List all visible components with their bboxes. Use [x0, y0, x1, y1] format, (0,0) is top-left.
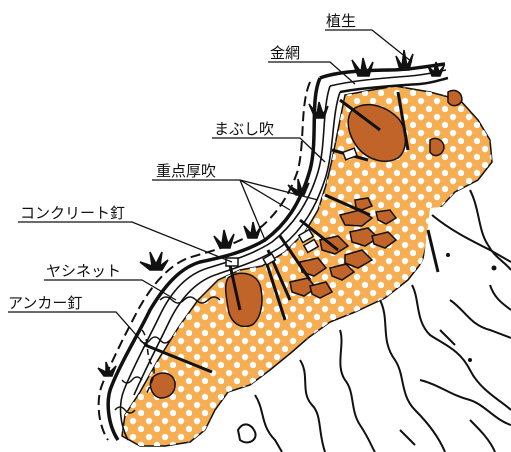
- leader-anchor-nail: [8, 311, 146, 346]
- plant-icon: [427, 61, 445, 77]
- plant-icon: [97, 361, 117, 377]
- label-concrete-nail: コンクリート釘: [20, 204, 126, 222]
- plant-icon: [139, 251, 169, 271]
- label-anchor-nail: アンカー釘: [8, 294, 83, 312]
- palm-net-layer: [114, 296, 221, 414]
- plant-icon: [287, 178, 310, 196]
- vegetation-tufts: [97, 49, 445, 377]
- rock-left-large: [224, 272, 263, 328]
- leader-vegetation: [325, 29, 413, 63]
- plant-icon: [213, 229, 235, 249]
- plant-icon: [351, 57, 374, 77]
- label-heavy-spray: 重点厚吹: [156, 162, 217, 180]
- leader-wire-mesh: [268, 61, 356, 85]
- plant-icon: [308, 101, 329, 119]
- rock-small-right: [429, 137, 445, 157]
- plant-icon: [395, 49, 414, 71]
- leader-palm-net: [44, 279, 177, 301]
- label-spray-coat: まぶし吹: [214, 120, 275, 138]
- label-wire-mesh: 金網: [270, 44, 301, 62]
- leader-spray-coat: [212, 137, 326, 163]
- label-vegetation: 植生: [326, 12, 357, 30]
- rock-large-upper: [347, 103, 407, 162]
- rocks: [149, 89, 463, 399]
- leader-lines: [8, 29, 413, 346]
- mesh-layers: [97, 62, 449, 441]
- leader-concrete-nail: [18, 221, 233, 263]
- plant-icon: [243, 221, 262, 239]
- rock-bottom-left: [149, 372, 176, 399]
- rock-small-top: [447, 89, 463, 107]
- label-palm-net: ヤシネット: [46, 262, 122, 280]
